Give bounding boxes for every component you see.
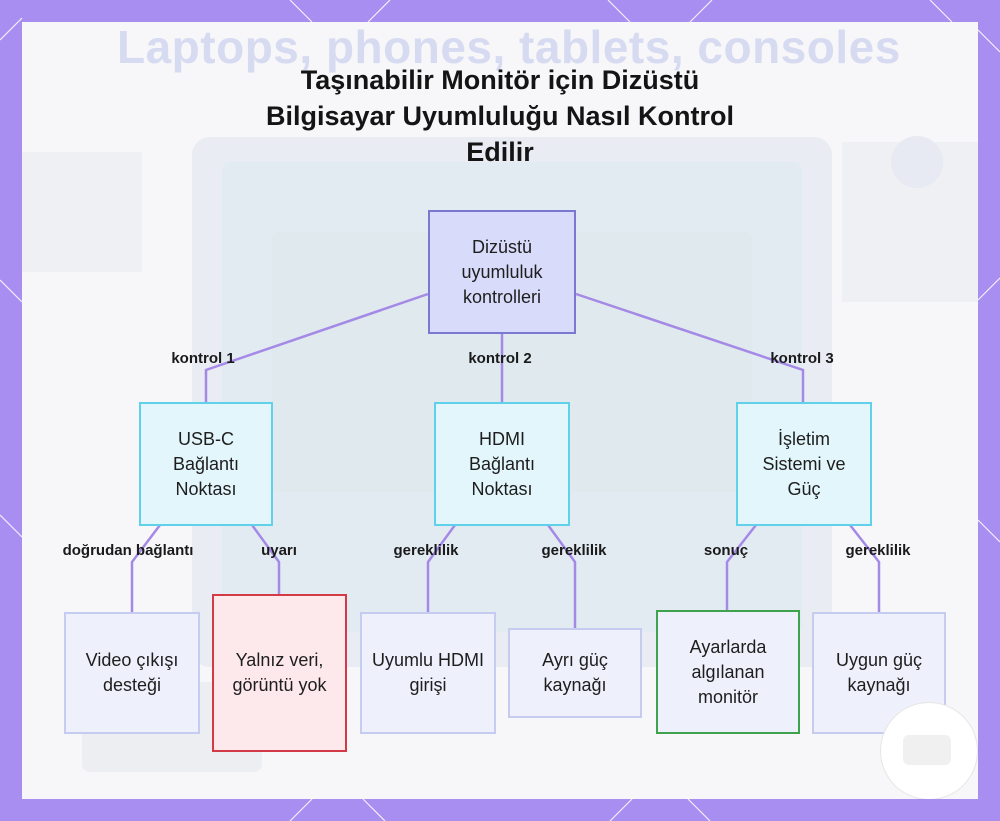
- edge-label-requirement-2: gereklilik: [541, 542, 607, 559]
- edge-label-control-2: kontrol 2: [468, 350, 532, 367]
- node-hdmi-input-label: Uyumlu HDMI girişi: [372, 650, 485, 695]
- edge-usbc-data: [250, 524, 281, 594]
- node-suitable-power: Uygun güç kaynağı: [812, 612, 946, 734]
- node-monitor-detected-label: Ayarlarda algılanan monitör: [689, 636, 767, 707]
- node-separate-power: Ayrı güç kaynağı: [508, 628, 642, 718]
- node-os-label: İşletim Sistemi ve Güç: [762, 428, 846, 499]
- edge-root-os: [575, 292, 805, 402]
- edge-label-warning: uyarı: [261, 542, 297, 559]
- node-os-power: İşletim Sistemi ve Güç: [736, 402, 872, 526]
- edge-hdmi-input: [426, 524, 457, 614]
- edge-usbc-video: [130, 524, 161, 614]
- node-data-only-warning: Yalnız veri, görüntü yok: [212, 594, 347, 752]
- edge-label-requirement-3: gereklilik: [845, 542, 911, 559]
- title-line-3: Edilir: [466, 137, 534, 167]
- node-data-only-label: Yalnız veri, görüntü yok: [232, 650, 327, 695]
- node-video-label: Video çıkışı desteği: [85, 650, 179, 695]
- node-hdmi-input: Uyumlu HDMI girişi: [360, 612, 496, 734]
- node-root-label: Dizüstü uyumluluk kontrolleri: [461, 236, 543, 307]
- node-monitor-detected: Ayarlarda algılanan monitör: [656, 610, 800, 734]
- chat-widget-icon: [903, 735, 951, 765]
- edge-label-direct: doğrudan bağlantı: [62, 542, 194, 559]
- diagram-card: Laptops, phones, tablets, consoles Taşın…: [22, 22, 978, 799]
- chat-widget-button[interactable]: [880, 702, 978, 799]
- node-hdmi-label: HDMI Bağlantı Noktası: [468, 428, 536, 499]
- title-line-1: Taşınabilir Monitör için Dizüstü: [300, 65, 700, 95]
- background-photo: Laptops, phones, tablets, consoles: [22, 22, 978, 799]
- edge-label-control-3: kontrol 3: [770, 350, 834, 367]
- title-line-2: Bilgisayar Uyumluluğu Nasıl Kontrol: [265, 101, 735, 131]
- edge-os-power: [849, 524, 881, 614]
- node-usbc-label: USB-C Bağlantı Noktası: [172, 428, 240, 499]
- edge-label-result: sonuç: [703, 542, 749, 559]
- edge-os-detected: [725, 524, 757, 611]
- node-video-output: Video çıkışı desteği: [64, 612, 200, 734]
- node-root-compatibility: Dizüstü uyumluluk kontrolleri: [428, 210, 576, 334]
- diagram-title: Taşınabilir Monitör için Dizüstü Bilgisa…: [22, 62, 978, 170]
- node-suitable-power-label: Uygun güç kaynağı: [835, 650, 923, 695]
- edge-label-control-1: kontrol 1: [171, 350, 235, 367]
- background-caption: Laptops, phones, tablets, consoles: [117, 22, 901, 73]
- node-hdmi-port: HDMI Bağlantı Noktası: [434, 402, 570, 526]
- connector-lines: [130, 292, 881, 628]
- edge-hdmi-power: [546, 524, 577, 628]
- node-separate-power-label: Ayrı güç kaynağı: [542, 650, 608, 695]
- node-usbc-port: USB-C Bağlantı Noktası: [139, 402, 273, 526]
- edge-label-requirement-1: gereklilik: [393, 542, 459, 559]
- edge-root-usbc: [204, 292, 429, 402]
